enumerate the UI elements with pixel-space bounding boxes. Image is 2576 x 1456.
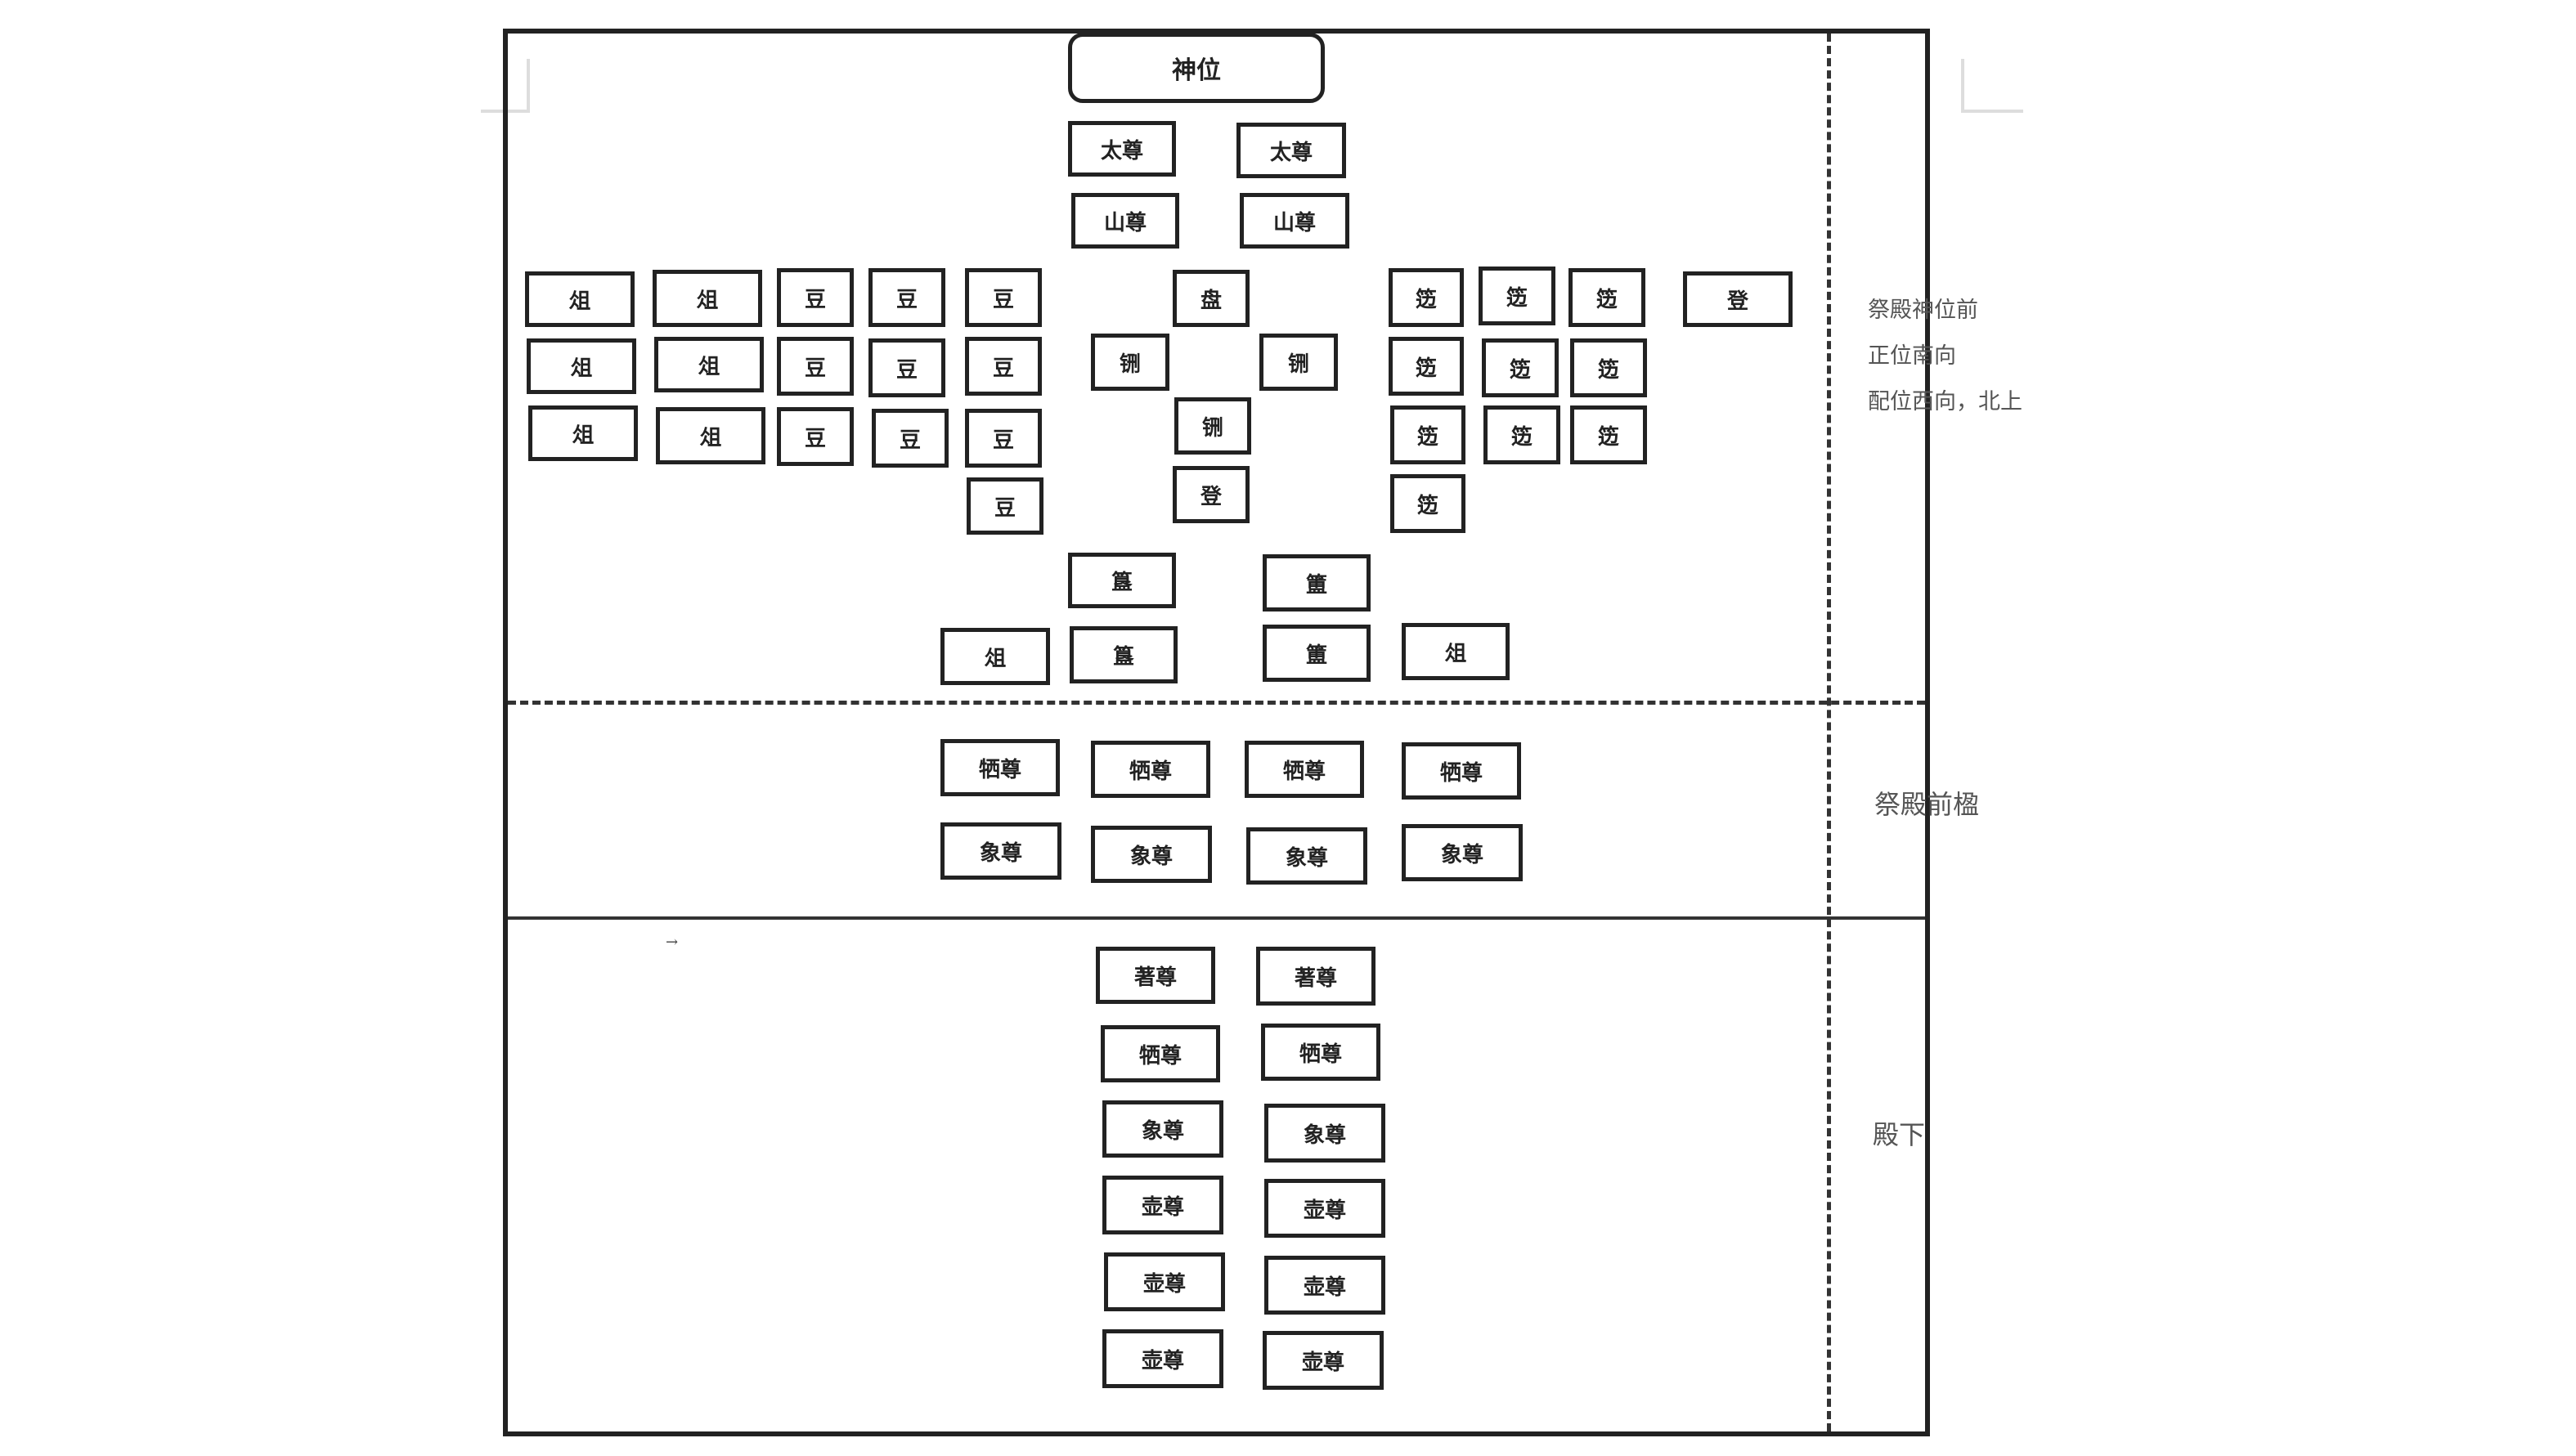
hu-zun: 壶尊 <box>1104 1252 1225 1311</box>
bian-vessel: 笾 <box>1483 405 1560 464</box>
zhu-zun: 著尊 <box>1096 947 1215 1004</box>
fu-vessel: 簠 <box>1263 625 1371 682</box>
section-divider-dashed <box>508 701 1925 705</box>
hu-zun: 壶尊 <box>1102 1329 1223 1388</box>
section-divider-solid <box>508 916 1925 920</box>
xiang-zun-lower: 象尊 <box>1102 1100 1223 1158</box>
section-label-front-pillars: 祭殿前楹 <box>1874 789 1980 820</box>
dou-vessel: 豆 <box>967 477 1043 535</box>
zu-vessel: 俎 <box>527 338 636 394</box>
xi-zun: 牺尊 <box>940 739 1060 796</box>
section-label-side-orientation: 配位西向，北上 <box>1868 389 2022 414</box>
shrine-tablet: 神位 <box>1068 33 1325 103</box>
hu-zun: 壶尊 <box>1264 1256 1385 1315</box>
xiang-zun-lower: 象尊 <box>1264 1104 1385 1163</box>
dou-vessel: 豆 <box>777 268 854 327</box>
gui-vessel: 簋 <box>1070 626 1178 683</box>
section-label-hall-front: 祭殿神位前 <box>1868 298 1978 323</box>
bian-vessel: 笾 <box>1389 337 1464 396</box>
hu-zun: 壶尊 <box>1264 1179 1385 1238</box>
pan-vessel: 盘 <box>1173 270 1250 327</box>
zu-vessel: 俎 <box>654 337 764 392</box>
xiang-zun: 象尊 <box>1091 826 1212 883</box>
bian-vessel: 笾 <box>1390 474 1465 533</box>
zu-vessel-lower: 俎 <box>940 628 1050 685</box>
zu-vessel: 俎 <box>528 405 638 461</box>
dou-vessel: 豆 <box>868 268 945 327</box>
dou-vessel: 豆 <box>872 409 949 468</box>
gui-vessel: 簋 <box>1068 553 1176 608</box>
zu-vessel: 俎 <box>525 271 635 327</box>
bian-vessel: 笾 <box>1389 268 1464 327</box>
dou-vessel: 豆 <box>777 337 854 396</box>
xi-zun: 牺尊 <box>1402 742 1521 800</box>
hu-zun: 壶尊 <box>1102 1176 1223 1234</box>
xiang-zun: 象尊 <box>940 822 1061 880</box>
xiang-zun: 象尊 <box>1402 824 1523 881</box>
section-label-below-hall: 殿下 <box>1873 1119 1926 1150</box>
dou-vessel: 豆 <box>965 268 1042 327</box>
paragraph-mark: → <box>666 934 679 951</box>
label-column-divider <box>1827 34 1831 1431</box>
dou-vessel: 豆 <box>965 337 1042 396</box>
xiang-zun: 象尊 <box>1246 827 1367 885</box>
bian-vessel: 笾 <box>1568 268 1645 327</box>
zu-vessel: 俎 <box>653 270 762 327</box>
shan-zun: 山尊 <box>1240 193 1349 249</box>
xing-vessel: 铏 <box>1174 397 1251 455</box>
bian-vessel: 笾 <box>1482 338 1559 397</box>
crop-mark-top-right <box>1961 59 2023 113</box>
deng-vessel: 登 <box>1173 466 1250 523</box>
dou-vessel: 豆 <box>868 338 945 397</box>
xi-zun-lower: 牺尊 <box>1101 1025 1220 1082</box>
bian-vessel: 笾 <box>1479 267 1555 325</box>
tai-zun: 太尊 <box>1068 121 1176 177</box>
dou-vessel: 豆 <box>777 407 854 466</box>
xing-vessel: 铏 <box>1091 334 1169 391</box>
bian-vessel: 笾 <box>1570 405 1647 464</box>
section-label-main-orientation: 正位南向 <box>1868 343 1956 369</box>
xi-zun-lower: 牺尊 <box>1261 1024 1380 1081</box>
xi-zun: 牺尊 <box>1091 741 1210 798</box>
deng-vessel-right: 登 <box>1683 271 1793 327</box>
dou-vessel: 豆 <box>965 409 1042 468</box>
bian-vessel: 笾 <box>1390 405 1465 464</box>
zu-vessel: 俎 <box>656 407 765 464</box>
fu-vessel: 簠 <box>1263 554 1371 612</box>
zu-vessel-lower: 俎 <box>1402 623 1510 680</box>
xing-vessel: 铏 <box>1259 334 1338 391</box>
hu-zun: 壶尊 <box>1263 1331 1384 1390</box>
xi-zun: 牺尊 <box>1245 741 1364 798</box>
zhu-zun: 著尊 <box>1256 947 1376 1006</box>
tai-zun: 太尊 <box>1236 123 1346 178</box>
shan-zun: 山尊 <box>1071 193 1179 249</box>
layout-frame <box>503 29 1930 1436</box>
bian-vessel: 笾 <box>1570 338 1647 397</box>
